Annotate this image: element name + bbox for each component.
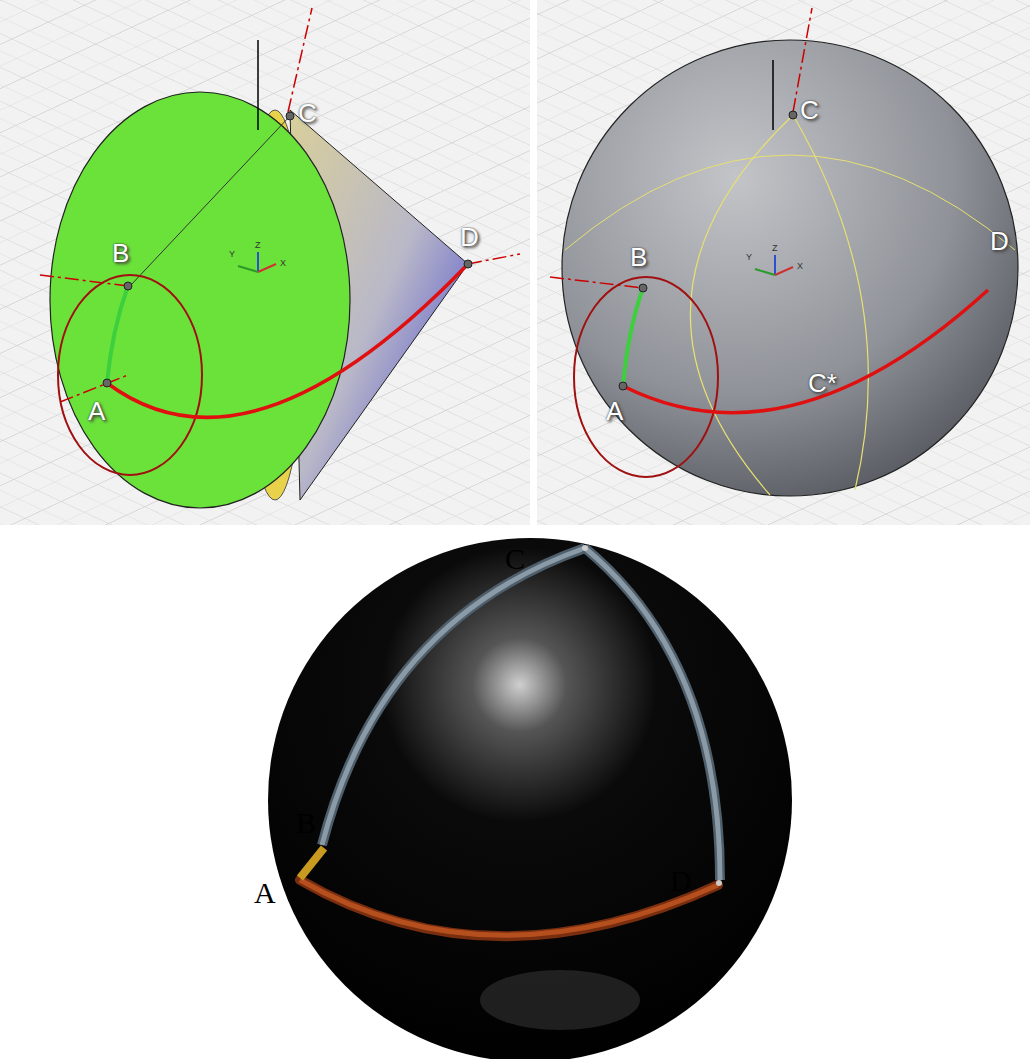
axis-label: Z bbox=[255, 241, 261, 250]
point-label: C bbox=[298, 100, 317, 126]
point-label: C bbox=[800, 97, 819, 123]
point-label: A bbox=[88, 398, 105, 424]
point-label: D bbox=[670, 866, 692, 896]
axis-label: X bbox=[797, 262, 803, 271]
point-label: B bbox=[296, 808, 316, 838]
axis-label: Z bbox=[772, 244, 778, 253]
axis-label: Y bbox=[746, 253, 752, 262]
axis-label: Y bbox=[229, 250, 235, 259]
point-label: D bbox=[990, 228, 1009, 254]
point-label: C* bbox=[808, 370, 837, 396]
point-label: D bbox=[460, 224, 479, 250]
point-label: A bbox=[254, 878, 276, 908]
axis-label: X bbox=[280, 259, 286, 268]
point-label: A bbox=[606, 398, 623, 424]
point-label: B bbox=[630, 244, 647, 270]
point-label: C bbox=[505, 544, 525, 574]
point-label: B bbox=[112, 240, 129, 266]
